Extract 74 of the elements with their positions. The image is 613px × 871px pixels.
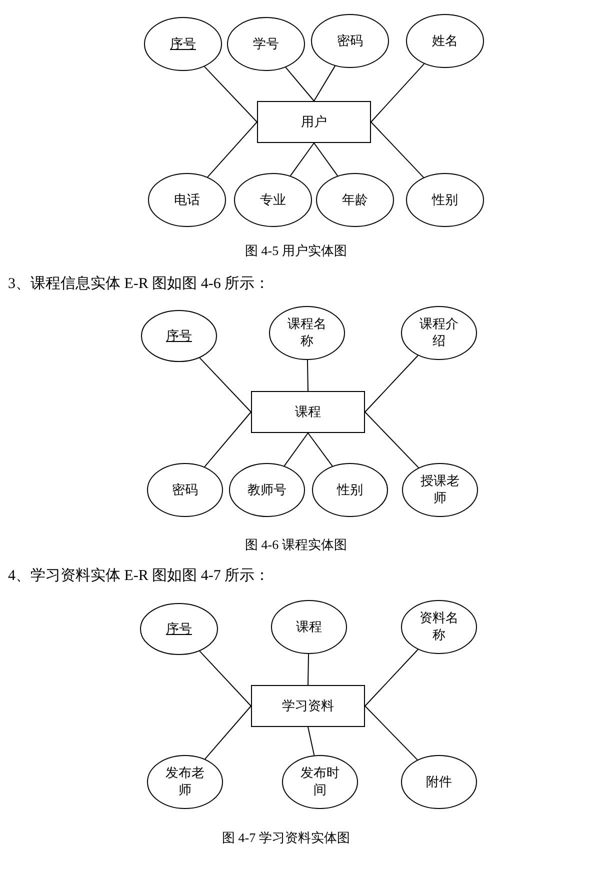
attribute-name: 姓名: [431, 32, 459, 50]
attribute-ellipse: [227, 17, 305, 71]
connector-line: [199, 650, 252, 706]
entity-name: 课程: [295, 404, 321, 420]
attribute-ellipse: [406, 14, 484, 68]
attribute-ellipse: [401, 600, 477, 654]
connector-line: [306, 360, 308, 392]
attribute-ellipse: [141, 310, 217, 362]
attribute-name: 电话: [173, 192, 201, 208]
connector-line: [284, 432, 308, 466]
connector-line: [364, 354, 418, 412]
connector-line: [308, 654, 310, 686]
connector-line: [364, 648, 418, 706]
entity-name: 学习资料: [282, 698, 334, 714]
entity-name: 用户: [301, 114, 327, 130]
attribute-ellipse: [282, 755, 358, 809]
attribute-name: 序号: [165, 328, 193, 344]
connector-line: [204, 706, 252, 760]
attribute-ellipse: [271, 600, 347, 654]
attribute-name: 密码: [171, 482, 199, 498]
attribute-name: 性别: [336, 482, 364, 498]
connector-line: [370, 122, 424, 178]
attribute-name: 课程介绍: [418, 316, 460, 350]
connector-line: [285, 66, 314, 102]
connector-line: [204, 66, 258, 122]
connector-line: [199, 357, 252, 412]
entity-box: [257, 101, 371, 143]
entity-box: [251, 391, 365, 433]
attribute-name: 附件: [425, 774, 453, 790]
connector-line: [364, 412, 420, 468]
entity-box: [251, 685, 365, 727]
attribute-ellipse: [311, 14, 389, 68]
attribute-ellipse: [401, 755, 477, 809]
section-heading: 3、课程信息实体 E-R 图如图 4-6 所示：: [8, 274, 270, 293]
attribute-name: 学号: [252, 36, 280, 52]
attribute-ellipse: [402, 463, 478, 517]
attribute-ellipse: [406, 173, 484, 227]
attribute-ellipse: [148, 173, 226, 227]
connector-line: [207, 122, 258, 178]
attribute-ellipse: [316, 173, 394, 227]
connector-line: [308, 432, 333, 467]
attribute-name: 序号: [169, 36, 197, 52]
attribute-name: 发布时间: [300, 765, 340, 799]
attribute-ellipse: [144, 17, 222, 71]
attribute-ellipse: [269, 306, 345, 360]
connector-line: [370, 63, 425, 122]
section-heading: 4、学习资料实体 E-R 图如图 4-7 所示：: [8, 566, 270, 585]
connector-line: [308, 726, 315, 756]
attribute-name: 教师号: [246, 482, 288, 498]
attribute-ellipse: [229, 463, 305, 517]
attribute-ellipse: [401, 306, 477, 360]
attribute-ellipse: [234, 173, 312, 227]
attribute-ellipse: [140, 603, 218, 655]
attribute-name: 密码: [336, 32, 364, 50]
attribute-ellipse: [147, 463, 223, 517]
attribute-name: 课程: [295, 618, 323, 636]
attribute-name: 发布老师: [164, 765, 206, 799]
figure-caption: 图 4-5 用户实体图: [245, 242, 347, 260]
attribute-ellipse: [312, 463, 388, 517]
figure-caption: 图 4-6 课程实体图: [245, 536, 347, 554]
connector-line: [314, 65, 336, 102]
attribute-name: 序号: [165, 620, 193, 638]
attribute-name: 资料名称: [418, 610, 460, 644]
attribute-name: 年龄: [341, 192, 369, 208]
connector-line: [314, 142, 338, 176]
attribute-name: 课程名称: [286, 316, 328, 350]
connector-line: [290, 142, 314, 176]
connector-line: [364, 706, 418, 760]
connector-line: [204, 412, 252, 468]
attribute-name: 性别: [430, 192, 459, 208]
figure-caption: 图 4-7 学习资料实体图: [222, 829, 350, 848]
attribute-ellipse: [147, 755, 223, 809]
attribute-name: 授课老师: [420, 473, 460, 507]
attribute-name: 专业: [259, 192, 287, 208]
